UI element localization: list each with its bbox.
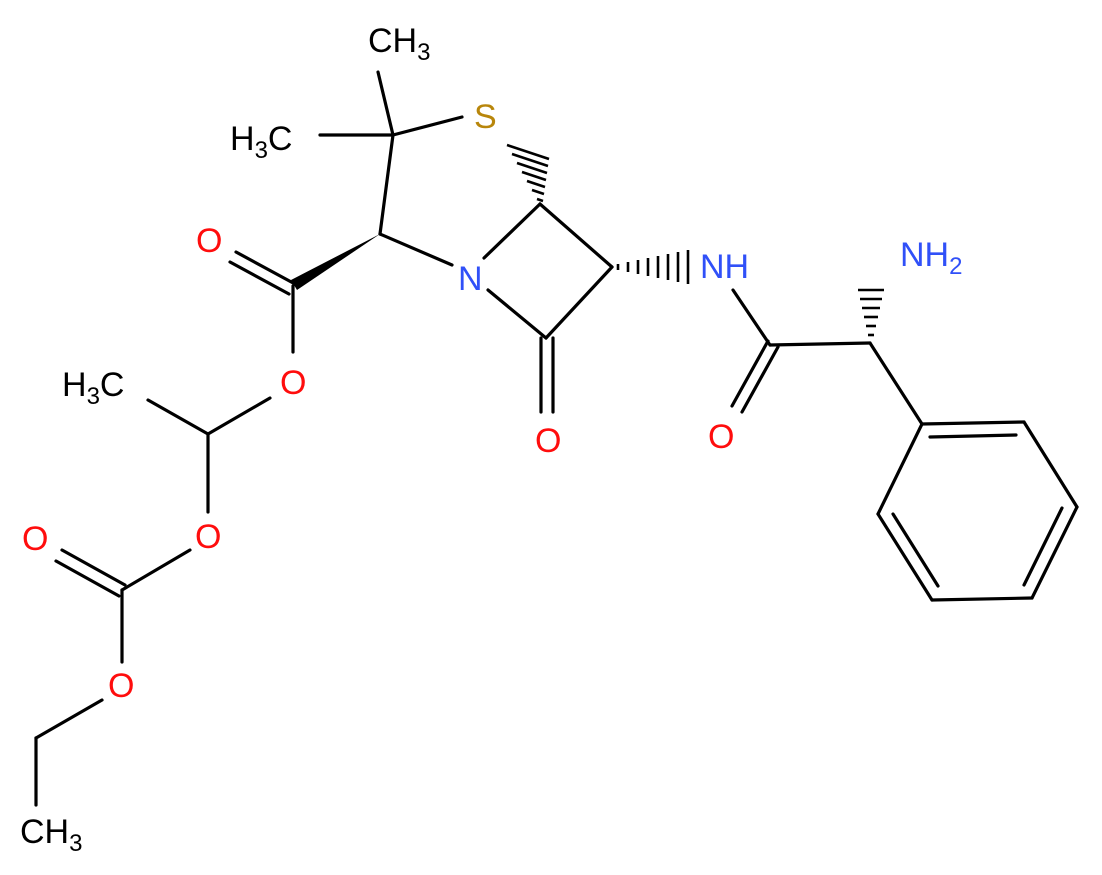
bond-ph-4 [930,596,1034,602]
label-nh-amide: NH [700,248,749,286]
wedge-c2-cester [291,234,380,290]
bond-nh-camide [731,288,772,347]
label-o-link: O [195,518,221,556]
atom-labels: CH3 H3C S O N NH NH2 O H3C O O O O O CH3 [20,22,962,857]
bond-c3-ch3top [376,70,395,137]
label-h3c-left: H3C [230,120,292,164]
stereo-bonds [291,143,884,337]
bond-ph-3-inner [1022,506,1064,587]
bond-ph-2 [1022,420,1079,509]
bond-c7-n [486,288,548,340]
hash-c6-nh [616,250,690,284]
bond-c3-c2 [378,133,395,236]
label-nh2: NH2 [900,236,962,280]
bond-ch-ch3 [146,398,210,436]
label-ch3-bottom: CH3 [20,813,82,857]
bond-cester-ocarbonyl-b [228,260,291,296]
bond-ph-6 [876,422,924,516]
label-n-ring: N [458,260,483,298]
bond-c6-c7 [544,265,614,340]
bond-calpha-ph [868,341,924,426]
bond-c2-n [378,232,454,267]
hash-c5-s [506,143,550,203]
label-o-carbonate-single: O [108,667,134,705]
label-o-amide: O [708,418,734,456]
bonds [34,70,1079,807]
bond-ccarb-ocarbonyl-a [60,548,127,587]
label-s: S [474,98,497,136]
bond-camide-oamide-a [730,339,770,408]
bond-olink-ccarb [120,548,192,592]
label-o-lactam: O [535,422,561,460]
label-o-ester-carbonyl: O [196,222,222,260]
bond-ph-5-inner [891,512,940,588]
label-o-carbonate-carbonyl: O [22,520,48,558]
bond-ph-3 [1030,505,1079,600]
bond-oester-ch [206,396,272,436]
bond-camide-calpha [768,341,872,347]
bond-cester-ocarbonyl-a [234,250,297,286]
bond-n-c5 [482,202,542,260]
bond-ph-1 [920,420,1026,426]
label-ch3-top: CH3 [368,22,430,66]
bond-ph-1-inner [928,433,1018,439]
bond-ccarb-ocarbonyl-b [54,559,121,598]
bond-osingle-ch2 [34,698,104,740]
bond-c3-s [391,115,464,137]
label-h3c-mid: H3C [62,366,124,410]
label-o-ester-single: O [280,364,306,402]
hash-calpha-nh2 [858,288,884,337]
bond-c5-c6 [538,202,614,269]
bond-camide-oamide-b [740,345,780,414]
bond-ph-5 [876,512,934,602]
